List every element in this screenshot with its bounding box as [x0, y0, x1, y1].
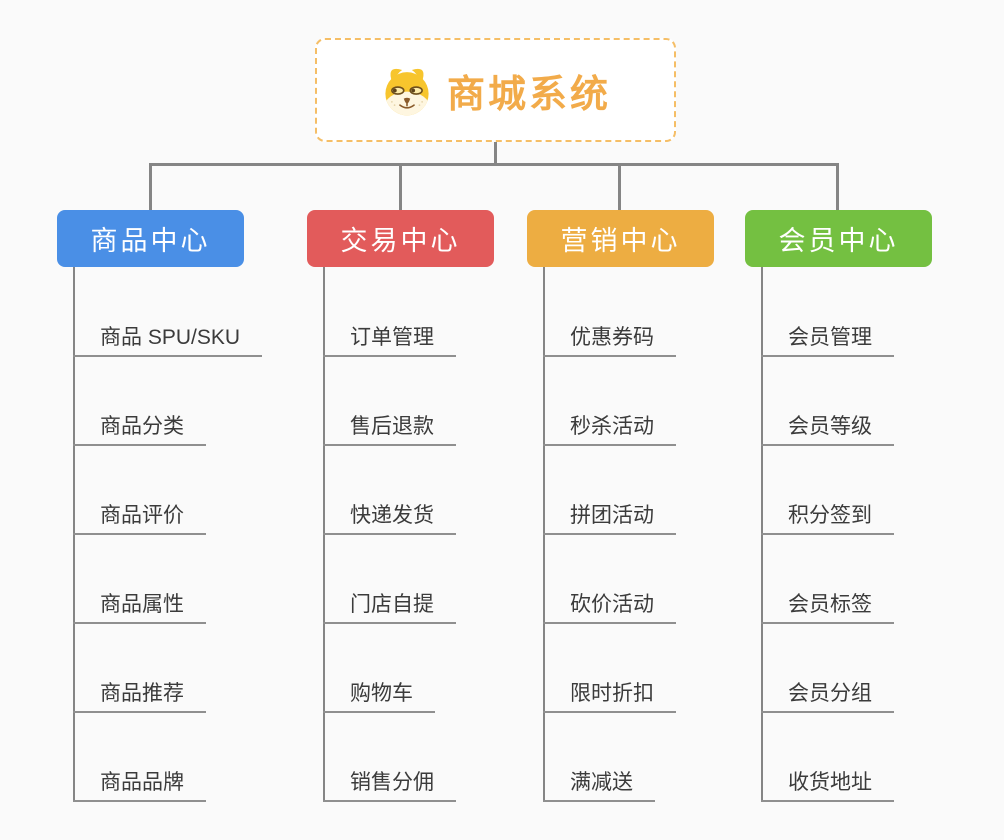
- leaf-node[interactable]: 商品 SPU/SKU: [73, 321, 263, 357]
- root-connector-stub: [493, 140, 497, 166]
- leaf-node[interactable]: 商品评价: [73, 499, 206, 535]
- leaf-node[interactable]: 售后退款: [323, 410, 456, 446]
- leaf-node[interactable]: 拼团活动: [543, 499, 676, 535]
- leaf-node[interactable]: 门店自提: [323, 588, 456, 624]
- doge-dog-icon: [385, 68, 429, 116]
- root-node[interactable]: 商城系统: [315, 38, 676, 142]
- branch-drop-line: [618, 163, 621, 212]
- leaf-node[interactable]: 会员分组: [761, 677, 894, 713]
- leaf-node[interactable]: 满减送: [543, 766, 655, 802]
- branch-drop-line: [149, 163, 152, 212]
- leaf-node[interactable]: 优惠券码: [543, 321, 676, 357]
- leaf-node[interactable]: 销售分佣: [323, 766, 456, 802]
- root-title: 商城系统: [446, 73, 611, 116]
- leaf-node[interactable]: 商品品牌: [73, 766, 206, 802]
- leaf-node[interactable]: 砍价活动: [543, 588, 676, 624]
- leaf-node[interactable]: 会员管理: [761, 321, 894, 357]
- branch-drop-line: [836, 163, 839, 212]
- branch-header-member[interactable]: 会员中心: [745, 210, 932, 267]
- leaf-node[interactable]: 限时折扣: [543, 677, 676, 713]
- branch-header-marketing[interactable]: 营销中心: [527, 210, 714, 267]
- leaf-node[interactable]: 商品推荐: [73, 677, 206, 713]
- branch-header-product[interactable]: 商品中心: [57, 210, 244, 267]
- leaf-node[interactable]: 会员标签: [761, 588, 894, 624]
- leaf-node[interactable]: 会员等级: [761, 410, 894, 446]
- leaf-node[interactable]: 积分签到: [761, 499, 894, 535]
- branch-header-trade[interactable]: 交易中心: [307, 210, 494, 267]
- leaf-node[interactable]: 收货地址: [761, 766, 894, 802]
- leaf-node[interactable]: 快递发货: [323, 499, 456, 535]
- leaf-node[interactable]: 秒杀活动: [543, 410, 676, 446]
- leaf-node[interactable]: 商品属性: [73, 588, 206, 624]
- leaf-node[interactable]: 购物车: [323, 677, 435, 713]
- branch-bus-line: [149, 163, 839, 166]
- branch-drop-line: [399, 163, 402, 212]
- leaf-node[interactable]: 订单管理: [323, 321, 456, 357]
- leaf-node[interactable]: 商品分类: [73, 410, 206, 446]
